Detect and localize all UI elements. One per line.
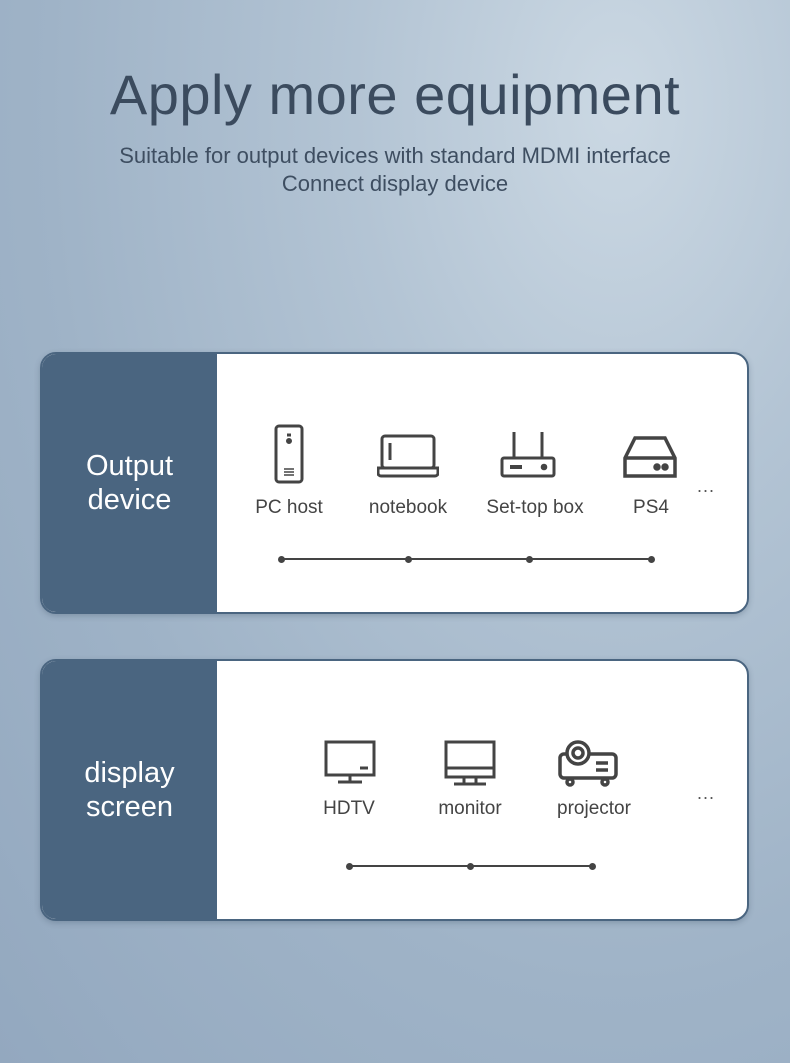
subtitle-line-2: Connect display device [281,171,509,196]
item-label: PS4 [633,497,669,518]
more-ellipsis: ... [697,783,716,803]
connector-dot [525,556,533,563]
item-label: HDTV [323,798,375,819]
tv-icon [280,740,420,784]
item-label: Set-top box [486,497,584,518]
heading-line-1: display [84,757,175,789]
item-label: projector [557,798,631,819]
connector-dot [404,556,412,563]
connector-dot [647,556,655,563]
item-label: notebook [368,497,448,518]
output-device-heading: Output device [42,354,217,612]
projector-icon [518,740,658,788]
item-label: monitor [438,798,502,819]
connector-dot [588,863,596,870]
output-device-card: Output device [40,352,749,614]
connector-line [281,558,651,560]
display-screen-card: display screen [40,659,749,921]
connector-dot [277,556,285,563]
heading-line-2: device [87,484,172,516]
console-icon [580,436,720,480]
item-label: PC host [255,497,323,518]
display-screen-heading: display screen [42,661,217,919]
subtitle-line-1: Suitable for output devices with standar… [119,143,671,168]
router-box-icon [458,430,598,478]
monitor-icon [400,740,540,786]
connector-dot [466,863,474,870]
heading-line-2: screen [85,791,174,823]
heading-line-1: Output [85,450,174,482]
page-title: Apply more equipment [109,63,681,126]
connector-dot [345,863,353,870]
more-ellipsis: ... [697,476,716,496]
pc-tower-icon [219,424,359,484]
laptop-icon [338,434,478,478]
